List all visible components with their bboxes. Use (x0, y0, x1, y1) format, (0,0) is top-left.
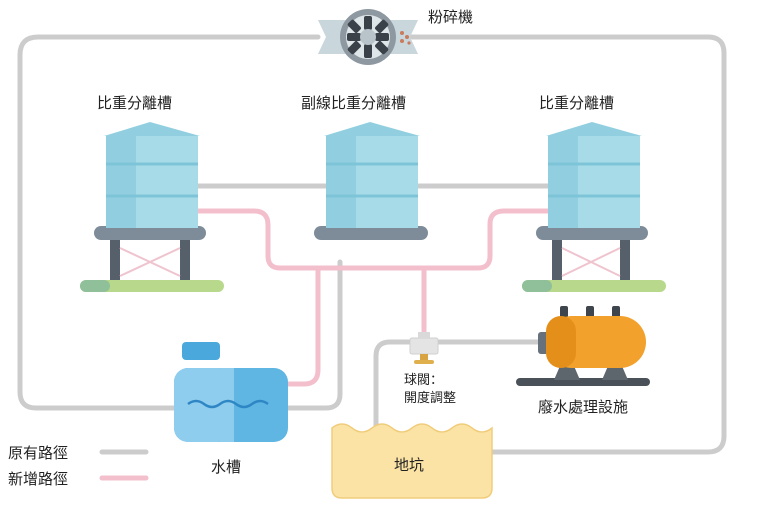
right-outer-path (409, 34, 727, 455)
crusher (318, 9, 418, 65)
pit-to-facility-path (373, 339, 551, 435)
crusher-blades (347, 16, 389, 58)
new-path-lines (195, 208, 551, 387)
separation-collection-path (195, 208, 551, 271)
crusher-hub (360, 29, 376, 45)
ball-valve (409, 332, 439, 364)
valve-label-line2: 開度調整 (404, 390, 456, 406)
crusher-particles (400, 31, 411, 45)
pit (331, 423, 493, 499)
pit-label: 地坑 (394, 456, 424, 474)
tank-left-base (94, 226, 206, 240)
crusher-label: 粉碎機 (428, 8, 473, 26)
wastewater-facility (516, 306, 650, 386)
to-water-tank-path (285, 265, 321, 387)
tank-middle-base (314, 226, 428, 240)
tank-right-label: 比重分離槽 (539, 94, 614, 112)
tank-right (522, 122, 666, 292)
legend-new-label: 新增路徑 (8, 470, 68, 488)
tank-left (80, 122, 224, 292)
water-tank (174, 342, 288, 442)
tank-middle-label: 副線比重分離槽 (301, 94, 406, 112)
tank-left-stand (80, 238, 224, 292)
outer-loop-path (17, 34, 343, 411)
pit-basin (331, 423, 493, 499)
tank-right-stand (522, 238, 666, 292)
legend-original-label: 原有路徑 (8, 444, 68, 462)
legend: 原有路徑 新增路徑 (8, 444, 149, 488)
wastewater-facility-label: 廢水處理設施 (538, 398, 628, 416)
water-tank-label: 水槽 (211, 458, 241, 476)
tank-right-base (536, 226, 648, 240)
valve-label-line1: 球閥： (404, 373, 443, 388)
tank-left-label: 比重分離槽 (97, 94, 172, 112)
tank-middle (314, 122, 428, 240)
